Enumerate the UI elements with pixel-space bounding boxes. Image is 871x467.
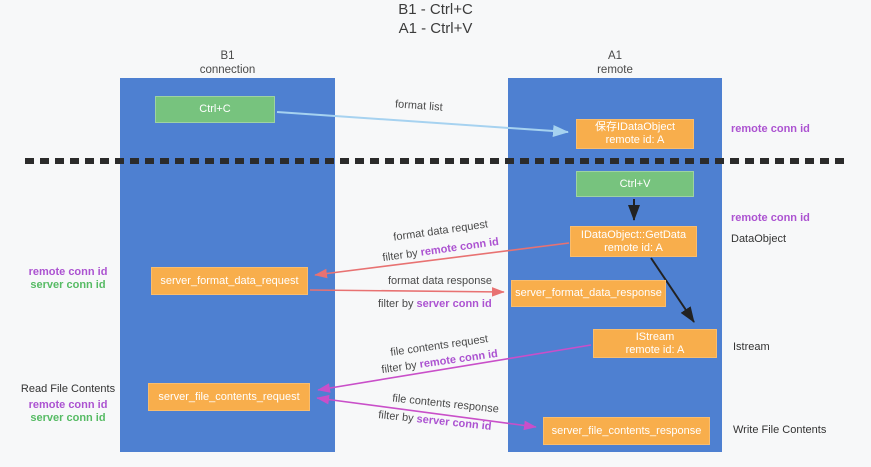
column-a1-name: A1	[607, 50, 623, 62]
node-save-idataobject: 保存IDataObject remote id: A	[576, 119, 694, 149]
node-getdata-line2: remote id: A	[604, 241, 663, 254]
node-idataobject-getdata: IDataObject::GetData remote id: A	[570, 226, 697, 257]
label-istream: Istream	[733, 341, 770, 353]
node-istream-line2: remote id: A	[625, 343, 685, 356]
node-server-file-contents-request: server_file_contents_request	[148, 383, 310, 411]
label-block-format-conn-ids: remote conn id server conn id	[18, 266, 118, 292]
node-server-file-contents-response-label: server_file_contents_response	[551, 424, 702, 437]
edge-label-format-list: format list	[394, 98, 444, 114]
filter-by-text-4: filter by	[377, 409, 418, 426]
node-save-idataobject-line1: 保存IDataObject	[594, 121, 676, 133]
title-line-1: B1 - Ctrl+C	[398, 1, 473, 18]
column-header-a1: A1 remote	[508, 49, 722, 77]
label-left-remote-conn-id-1: remote conn id	[28, 266, 108, 278]
label-remote-conn-id-mid: remote conn id	[731, 212, 810, 224]
node-save-idataobject-line2: remote id: A	[605, 134, 665, 146]
node-ctrl-v-label: Ctrl+V	[619, 177, 651, 190]
column-a1-subtitle: remote	[597, 64, 633, 76]
node-istream-line1: IStream	[635, 330, 675, 343]
filter-by-text-2: filter by	[378, 298, 417, 310]
column-b1-subtitle: connection	[199, 64, 256, 76]
edge-label-filter-server-1: filter by server conn id	[378, 298, 492, 310]
filter-by-text-1: filter by	[381, 246, 422, 265]
title-line-2: A1 - Ctrl+V	[398, 20, 473, 37]
label-left-remote-conn-id-2: remote conn id	[28, 399, 108, 411]
column-b1-name: B1	[220, 50, 235, 62]
node-server-format-data-response-label: server_format_data_response	[515, 287, 662, 299]
diagram-title: B1 - Ctrl+C A1 - Ctrl+V	[0, 0, 871, 38]
filter-by-text-3: filter by	[380, 358, 421, 377]
filter-remote-conn-id-1: remote conn id	[419, 235, 500, 259]
node-server-format-data-response: server_format_data_response	[511, 280, 666, 307]
filter-server-conn-id-1: server conn id	[416, 298, 492, 310]
node-istream: IStream remote id: A	[593, 329, 717, 358]
edge-label-format-data-response: format data response	[388, 275, 492, 287]
node-server-file-contents-response: server_file_contents_response	[543, 417, 710, 445]
arrow-format-data-response	[309, 287, 505, 297]
dashed-separator-line	[25, 158, 846, 164]
node-server-format-data-request-label: server_format_data_request	[160, 274, 299, 287]
label-block-file-conn-ids: Read File Contents remote conn id server…	[18, 383, 118, 425]
node-server-file-contents-request-label: server_file_contents_request	[158, 390, 300, 403]
node-ctrl-v: Ctrl+V	[576, 171, 694, 197]
node-server-format-data-request: server_format_data_request	[151, 267, 308, 295]
node-ctrl-c: Ctrl+C	[155, 96, 275, 123]
filter-server-conn-id-2: server conn id	[415, 413, 493, 433]
label-dataobject: DataObject	[731, 233, 787, 245]
label-write-file-contents: Write File Contents	[733, 424, 827, 436]
label-read-file-contents: Read File Contents	[20, 383, 116, 395]
label-remote-conn-id-top: remote conn id	[731, 123, 810, 135]
node-getdata-line1: IDataObject::GetData	[580, 228, 687, 241]
node-ctrl-c-label: Ctrl+C	[199, 103, 231, 115]
label-left-server-conn-id-2: server conn id	[30, 412, 106, 424]
label-left-server-conn-id-1: server conn id	[30, 279, 106, 291]
column-header-b1: B1 connection	[120, 49, 335, 77]
